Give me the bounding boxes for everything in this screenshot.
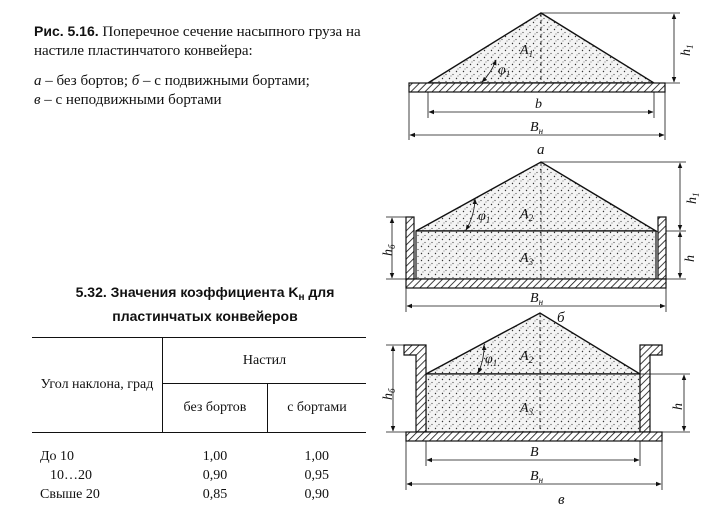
svg-text:в: в [558,492,565,508]
table-title: 5.32. Значения коэффициента Kн для пласт… [75,284,335,324]
svg-text:b: b [535,97,542,112]
svg-text:h1: h1 [685,193,701,205]
legend-key-c: в [34,92,41,108]
svg-text:B: B [530,445,539,460]
svg-text:а: а [537,142,545,158]
svg-text:A2: A2 [519,207,534,223]
svg-text:φ1: φ1 [478,209,490,225]
svg-text:A2: A2 [519,349,534,365]
svg-text:hб: hб [381,388,397,400]
svg-text:A3: A3 [519,251,534,267]
svg-text:h: h [683,255,698,262]
svg-text:Bн: Bн [530,291,544,307]
header-no-sides: без бортов [162,383,268,433]
legend-text-b: – с подвижными бортами; [139,73,310,89]
svg-text:h1: h1 [679,45,695,57]
header-angle: Угол наклона, град [32,337,163,433]
table-row: До 10 1,00 1,00 [40,449,329,464]
svg-text:A1: A1 [519,43,533,59]
table-row: Свыше 20 0,85 0,90 [40,487,329,502]
figure-legend: а – без бортов; б – с подвижными бортами… [34,72,374,110]
svg-text:Bн: Bн [530,469,544,485]
coefficient-table: Угол наклона, град Настил без бортов с б… [32,337,366,504]
legend-key-a: а [34,73,42,89]
figure-number: Рис. 5.16. [34,23,99,39]
legend-key-b: б [131,73,140,89]
svg-text:φ1: φ1 [498,63,510,79]
svg-text:φ1: φ1 [485,352,497,368]
header-with-sides: с бортами [267,383,366,433]
diagram-b: φ1 A2 A3 h1 h hб Bн б [381,161,701,326]
svg-text:Bн: Bн [530,120,544,136]
diagram-c: φ1 A2 A3 h hб B Bн в [381,312,690,508]
figure-title: Поперечное сечение насыпного груза на на… [34,24,361,59]
legend-text-c: – с неподвижными бортами [40,92,222,108]
figure-caption: Рис. 5.16. Поперечное сечение насыпного … [34,22,364,61]
svg-text:A3: A3 [519,401,534,417]
svg-text:б: б [557,310,565,326]
svg-text:hб: hб [381,244,397,256]
diagram-a: φ1 A1 h1 b Bн а [408,12,695,158]
header-nastil: Настил [162,337,366,384]
legend-text-a: – без бортов; [41,73,132,89]
table-row: 10…20 0,90 0,95 [50,468,329,483]
svg-text:h: h [671,403,686,410]
